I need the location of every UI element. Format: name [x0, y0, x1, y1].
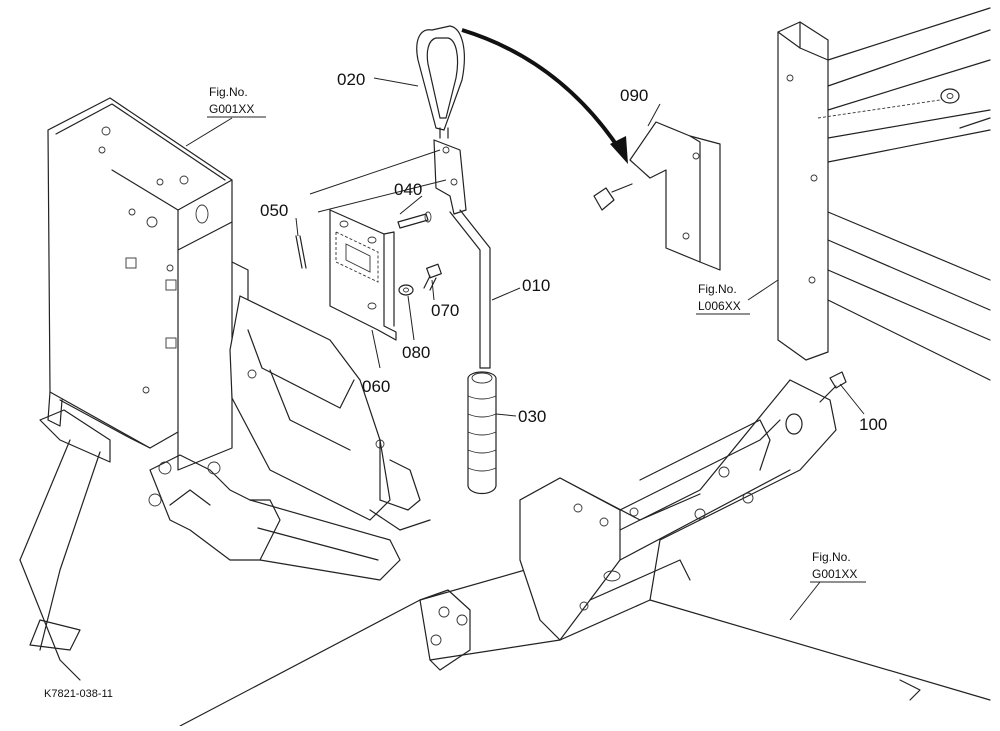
label-100: 100: [859, 415, 887, 434]
label-080: 080: [402, 343, 430, 362]
leader-lines: [185, 77, 865, 621]
part-040-pin: [397, 211, 432, 229]
part-090-bracket: [593, 121, 721, 271]
drawing-id: K7821-038-11: [44, 688, 113, 700]
part-060-bracket-plate: [329, 209, 397, 341]
part-030-grip: [467, 371, 497, 495]
part-020-handle: [416, 25, 465, 139]
label-020: 020: [337, 70, 365, 89]
part-080-washer: [398, 284, 414, 296]
figure-ref-right: Fig.No. L006XX: [696, 282, 750, 315]
part-050-split-pin: [295, 235, 307, 269]
label-090: 090: [620, 86, 648, 105]
figure-ref-left: Fig.No. G001XX: [207, 85, 266, 118]
label-010: 010: [522, 276, 550, 295]
part-010-lever-rod: [433, 139, 491, 369]
part-070-bolt: [423, 263, 442, 291]
fig-ref-right-label: Fig.No.: [698, 282, 737, 296]
assembly-arrow: [461, 28, 628, 164]
label-070: 070: [431, 301, 459, 320]
left-housing: [19, 97, 249, 651]
mounting-panel: [229, 295, 431, 531]
label-060: 060: [362, 377, 390, 396]
right-frame: [777, 7, 991, 381]
part-labels: 020 090 040 050 010 070 080 060 030 100: [260, 70, 887, 434]
fig-ref-right-code: L006XX: [698, 299, 741, 313]
figure-ref-bottom: Fig.No. G001XX: [810, 550, 866, 583]
bottom-main-frame: [179, 371, 991, 727]
fig-ref-bottom-label: Fig.No.: [812, 550, 851, 564]
label-030: 030: [518, 407, 546, 426]
label-050: 050: [260, 201, 288, 220]
fig-ref-left-label: Fig.No.: [209, 85, 248, 99]
lower-left-linkage: [19, 454, 401, 681]
fig-ref-bottom-code: G001XX: [812, 567, 857, 581]
label-040: 040: [394, 180, 422, 199]
fig-ref-left-code: G001XX: [209, 102, 254, 116]
